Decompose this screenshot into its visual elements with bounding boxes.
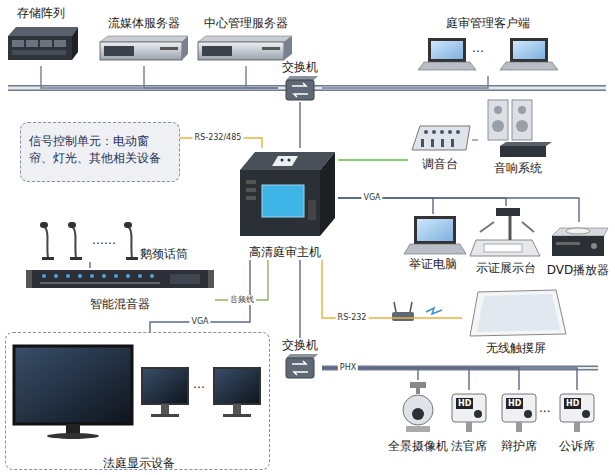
display-icon: [14, 346, 260, 439]
line-label: PHX: [338, 363, 358, 373]
node-label: 庭审管理客户端: [446, 16, 530, 30]
connector: [338, 198, 433, 214]
device-group: 庭审管理客户端: [418, 16, 558, 76]
device: 调音台: [408, 122, 472, 172]
connector: [472, 139, 478, 140]
ellipsis-label: …: [472, 42, 484, 54]
ellipsis-label: ...: [539, 402, 550, 414]
node-label: 法官席: [451, 439, 487, 453]
connector: [322, 76, 488, 88]
camera: 全景摄像机: [386, 380, 450, 454]
device: 存储阵列: [5, 6, 77, 66]
device: 示证展示台: [470, 206, 542, 276]
node-label: DVD播放器: [547, 263, 609, 277]
node-label: 举证电脑: [409, 257, 457, 271]
node-label: 调音台: [422, 157, 458, 171]
node-label: 信号控制单元：电动窗帘、灯光、其他相关设备: [29, 133, 171, 167]
device: 举证电脑: [398, 214, 468, 272]
line-label: VGA: [361, 193, 382, 203]
camera-badge: HD: [506, 398, 523, 409]
mixer-rack-icon: [26, 270, 214, 288]
device: 无线触摸屏: [462, 284, 570, 356]
node-label: 高清庭审主机: [249, 245, 321, 259]
line-label: RS-232: [336, 313, 369, 323]
device: 流媒体服务器: [98, 16, 190, 66]
server-icon: [100, 36, 188, 60]
node-label: 全景摄像机: [388, 439, 448, 453]
gooseneck-mic-icon: [44, 226, 132, 258]
connector: [299, 102, 300, 148]
dvd-player-icon: [552, 228, 608, 256]
ellipsis-label: ……: [92, 234, 116, 246]
node-label: 无线触摸屏: [486, 341, 546, 355]
node-label: 中心管理服务器: [204, 16, 288, 30]
connector: [338, 159, 408, 160]
touch-screen-icon: [470, 290, 566, 336]
connector: [41, 66, 278, 88]
node-label: 智能混音器: [90, 297, 150, 311]
node-label: 流媒体服务器: [108, 16, 180, 30]
connector: [89, 262, 90, 268]
connector: [215, 260, 268, 300]
node-label: 公诉席: [559, 439, 595, 453]
laptop-icon: [404, 216, 466, 254]
node-label: 辩护席: [501, 439, 537, 453]
line-label: VGA: [189, 317, 210, 327]
node-label: 法庭显示设备: [103, 456, 175, 470]
camera-badge: HD: [456, 398, 473, 409]
device: DVD播放器: [545, 222, 611, 278]
device: 音响系统: [478, 96, 558, 176]
switch-icon: [286, 354, 318, 378]
line-label: 音频线: [228, 295, 256, 305]
node-label: 鹅颈话筒: [140, 247, 188, 261]
storage-array-icon: [8, 27, 78, 60]
connector: [246, 66, 278, 88]
server-icon: [198, 36, 292, 60]
switch: 交换机: [278, 60, 322, 102]
mixing-console-icon: [412, 126, 470, 150]
node-label: 存储阵列: [17, 6, 65, 20]
camera-badge: HD: [564, 398, 581, 409]
node-label: 交换机: [282, 338, 318, 352]
switch: 交换机: [278, 338, 322, 382]
host-icon: [240, 152, 335, 236]
node-label: 交换机: [282, 60, 318, 74]
device: 中心管理服务器: [196, 16, 296, 66]
line-label: RS-232/485: [193, 133, 244, 143]
ellipsis-label: …: [193, 378, 205, 390]
camera-icon: [403, 382, 594, 432]
control-unit-box: 信号控制单元：电动窗帘、灯光、其他相关设备: [20, 122, 180, 182]
display-group-box: 法庭显示设备: [5, 332, 270, 470]
document-camera-icon: [470, 208, 540, 256]
connector: [322, 368, 577, 390]
connector: [322, 368, 418, 380]
switch-icon: [286, 76, 318, 100]
device: 智能混音器: [25, 268, 215, 312]
node-label: 音响系统: [494, 161, 542, 175]
connector: [144, 66, 278, 88]
speaker-icon: [488, 100, 552, 157]
node-label: 示证展示台: [476, 261, 536, 275]
connector: [299, 260, 300, 338]
host: 高清庭审主机: [232, 148, 338, 260]
laptop-icon: [418, 38, 558, 70]
